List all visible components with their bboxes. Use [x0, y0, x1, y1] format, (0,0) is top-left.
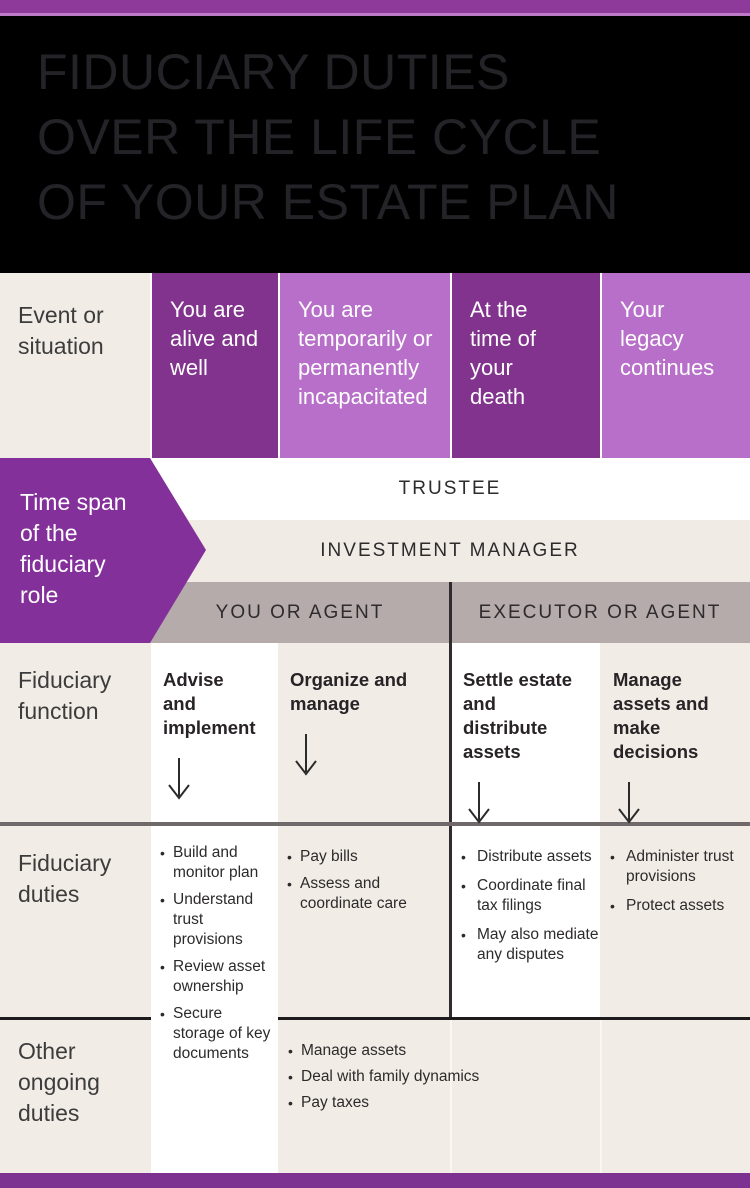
- function-text: Settle estate and distribute assets: [463, 669, 572, 762]
- executor-or-agent-cell: EXECUTOR OR AGENT: [478, 602, 722, 623]
- function-row-label: Fiduciary function: [18, 667, 112, 724]
- list-item: Distribute assets: [461, 847, 599, 867]
- duties-ongoing-divider-right: [278, 1017, 750, 1020]
- event-cell-death: At the time of your death: [450, 273, 600, 458]
- down-arrow-icon: [165, 756, 260, 802]
- top-accent-bar: [0, 0, 750, 13]
- ongoing-duties-list: Manage assets Deal with family dynamics …: [288, 1041, 618, 1119]
- function-cell-advise: Advise and implement: [163, 668, 260, 802]
- page-title-line-2: OVER THE LIFE CYCLE: [37, 109, 602, 165]
- page-title: FIDUCIARY DUTIES OVER THE LIFE CYCLE OF …: [37, 40, 619, 235]
- timespan-label: Time span of the fiduciary role: [20, 489, 127, 608]
- top-accent-line: [0, 13, 750, 16]
- list-item: Build and monitor plan: [160, 843, 272, 883]
- function-cell-organize: Organize and manage: [290, 668, 414, 778]
- ongoing-row-label: Other ongoing duties: [18, 1038, 100, 1126]
- function-text: Advise and implement: [163, 669, 256, 738]
- list-item: May also mediate any disputes: [461, 925, 599, 965]
- event-cell-incapacitated: You are temporarily or permanently incap…: [278, 273, 450, 458]
- page-title-line-1: FIDUCIARY DUTIES: [37, 44, 510, 100]
- function-cell-manage: Manage assets and make decisions: [613, 668, 715, 826]
- you-or-agent-cell: YOU OR AGENT: [215, 602, 385, 623]
- duties-list-organize: Pay bills Assess and coordinate care: [287, 847, 439, 921]
- list-item: Protect assets: [610, 896, 750, 916]
- function-text: Manage assets and make decisions: [613, 669, 709, 762]
- function-cell-settle: Settle estate and distribute assets: [463, 668, 585, 826]
- duties-list-advise: Build and monitor plan Understand trust …: [160, 843, 272, 1071]
- list-item: Deal with family dynamics: [288, 1067, 618, 1087]
- down-arrow-icon: [465, 780, 585, 826]
- list-item: Administer trust provisions: [610, 847, 750, 887]
- list-item: Assess and coordinate care: [287, 874, 439, 914]
- list-item: Review asset ownership: [160, 957, 272, 997]
- duties-row-label: Fiduciary duties: [18, 850, 112, 907]
- duties-ongoing-divider-left: [0, 1017, 151, 1020]
- executor-divider-line: [449, 582, 452, 1020]
- down-arrow-icon: [292, 732, 414, 778]
- function-text: Organize and manage: [290, 669, 408, 714]
- list-item: Pay bills: [287, 847, 439, 867]
- investment-manager-band-label: INVESTMENT MANAGER: [320, 540, 580, 561]
- page-title-line-3: OF YOUR ESTATE PLAN: [37, 174, 619, 230]
- event-row-label: Event or situation: [18, 302, 104, 359]
- list-item: Coordinate final tax filings: [461, 876, 599, 916]
- trustee-band-label: TRUSTEE: [398, 478, 502, 499]
- function-duties-divider: [0, 822, 750, 826]
- event-cell-legacy: Your legacy continues: [600, 273, 750, 458]
- bottom-accent-bar: [0, 1173, 750, 1188]
- list-item: Pay taxes: [288, 1093, 618, 1113]
- event-cell-alive: You are alive and well: [150, 273, 278, 458]
- header: FIDUCIARY DUTIES OVER THE LIFE CYCLE OF …: [0, 16, 750, 273]
- list-item: Secure storage of key documents: [160, 1004, 272, 1064]
- list-item: Understand trust provisions: [160, 890, 272, 950]
- duties-list-settle: Distribute assets Coordinate final tax f…: [461, 847, 599, 974]
- duties-list-manage: Administer trust provisions Protect asse…: [610, 847, 750, 925]
- down-arrow-icon: [615, 780, 715, 826]
- list-item: Manage assets: [288, 1041, 618, 1061]
